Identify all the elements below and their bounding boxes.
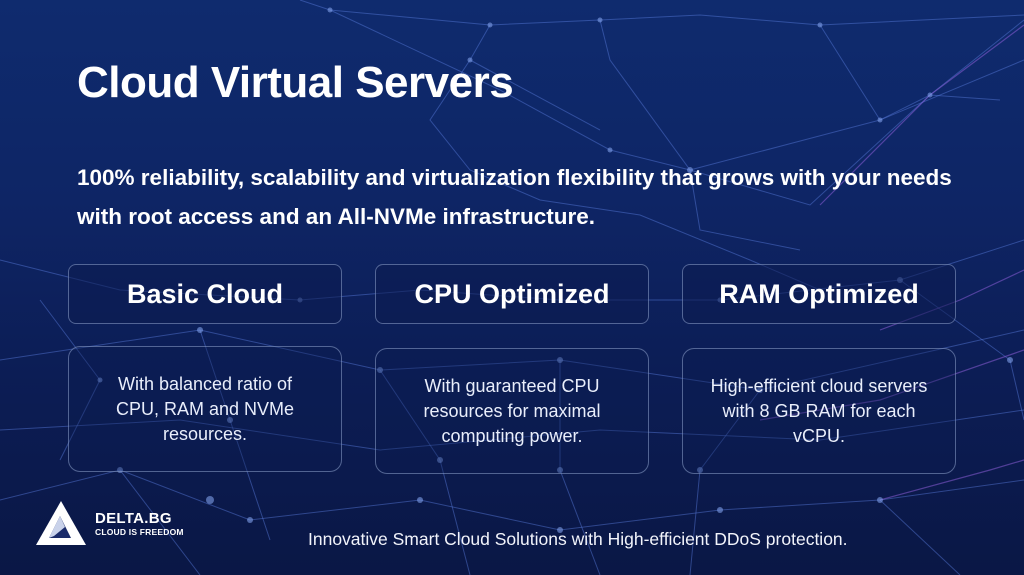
page-title: Cloud Virtual Servers — [77, 58, 514, 107]
brand-tagline: CLOUD IS FREEDOM — [95, 526, 184, 537]
delta-triangle-logo-icon — [36, 501, 86, 545]
footer-tagline: Innovative Smart Cloud Solutions with Hi… — [308, 529, 848, 549]
brand-logo: DELTA.BG CLOUD IS FREEDOM — [35, 500, 184, 546]
page-subtitle: 100% reliability, scalability and virtua… — [77, 165, 952, 229]
brand-name: DELTA.BG — [95, 509, 172, 527]
